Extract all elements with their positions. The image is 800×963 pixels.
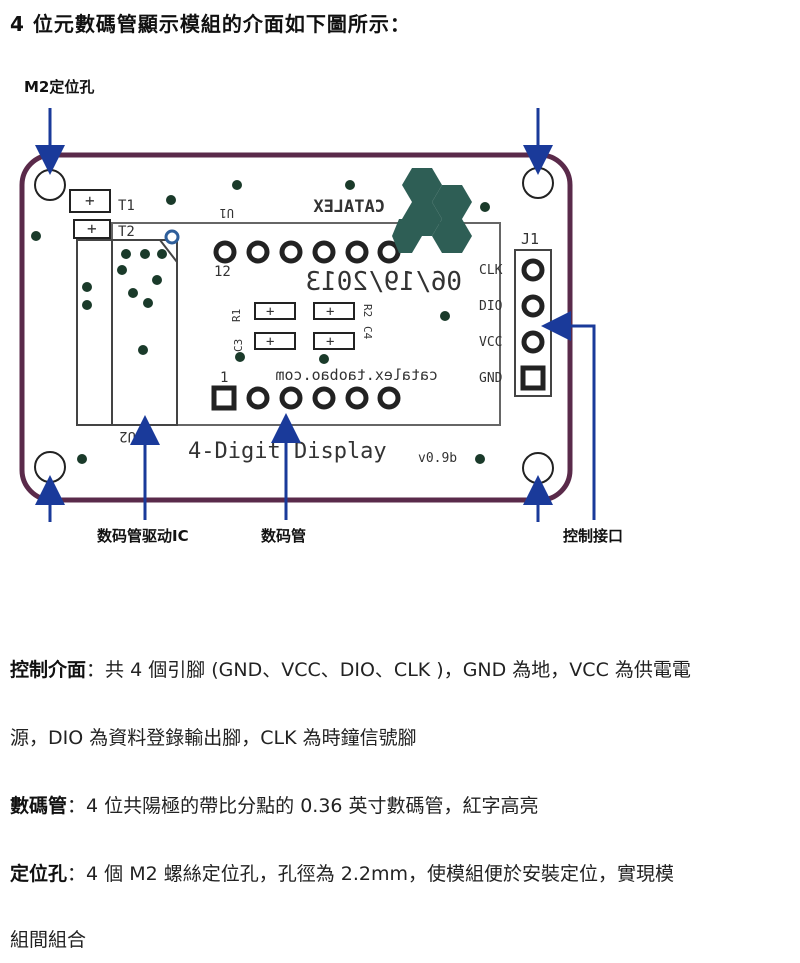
mount-hole-tr — [522, 167, 554, 199]
mount-hole-tl — [34, 169, 66, 201]
para-digit-tube: 數碼管：4 位共陽極的帶比分點的 0.36 英寸數碼管，紅字高亮 — [10, 795, 539, 817]
label-c4: C4 — [361, 326, 374, 340]
pad-t1 — [69, 189, 111, 213]
label-r2: R2 — [361, 304, 374, 317]
vias — [31, 180, 490, 464]
pin-label-gnd: GND — [479, 371, 503, 386]
para-control-interface: 控制介面：共 4 個引腳 (GND、VCC、DIO、CLK )，GND 為地，V… — [10, 659, 691, 681]
svg-text:+: + — [266, 334, 274, 350]
label-t2: T2 — [118, 224, 135, 240]
svg-text:+: + — [266, 304, 274, 320]
pad-c4 — [313, 332, 355, 350]
label-j1: J1 — [521, 230, 539, 248]
callout-control-port: 控制接口 — [563, 527, 623, 545]
para-mount-hole-cont: 組間組合 — [10, 929, 87, 951]
label-r1: R1 — [230, 309, 243, 322]
connector-pin-gnd — [520, 365, 546, 391]
pad-r1 — [254, 302, 296, 320]
svg-text:+: + — [87, 219, 97, 238]
label-pin1: 1 — [220, 370, 228, 386]
callout-mount-hole: M2定位孔 — [24, 78, 94, 96]
label-t1: T1 — [118, 198, 135, 214]
svg-text:+: + — [85, 191, 95, 210]
pin-label-vcc: VCC — [479, 335, 502, 350]
connector-pins — [521, 258, 545, 354]
arrow-control-port — [541, 311, 596, 520]
board-version: v0.9b — [418, 451, 457, 466]
board-brand: CATALEX — [313, 197, 385, 217]
label-u2: U2 — [119, 428, 136, 444]
label-pin12: 12 — [214, 264, 231, 280]
callout-driver-ic: 数码管驱动IC — [97, 527, 189, 545]
page-title: 4 位元數碼管顯示模組的介面如下圖所示： — [10, 12, 411, 36]
display-pins-top — [213, 240, 401, 264]
callout-digit-tube: 数码管 — [261, 527, 306, 545]
pin-label-clk: CLK — [479, 263, 503, 278]
label-u1: U1 — [220, 206, 234, 220]
board-url: catalex.taobao.com — [275, 366, 438, 384]
display-pin-1 — [211, 385, 237, 411]
para-mount-hole: 定位孔：4 個 M2 螺絲定位孔，孔徑為 2.2mm，使模組便於安裝定位，實現模 — [10, 863, 674, 885]
module-diagram: + + T1 T2 12 1 + + + + R1 C3 R2 C4 — [19, 78, 623, 545]
mount-hole-bl — [34, 451, 66, 483]
board-date: 06/19/2013 — [305, 267, 462, 297]
label-c3: C3 — [232, 339, 245, 352]
catalex-logo — [392, 168, 472, 253]
pad-c3 — [254, 332, 296, 350]
svg-text:+: + — [326, 304, 334, 320]
mount-hole-br — [522, 452, 554, 484]
pad-r2 — [313, 302, 355, 320]
pin-label-dio: DIO — [479, 299, 503, 314]
pad-t2 — [73, 219, 111, 239]
display-pins-bottom — [246, 386, 401, 410]
svg-text:+: + — [326, 334, 334, 350]
para-control-interface-cont: 源，DIO 為資料登錄輸出腳，CLK 為時鐘信號腳 — [10, 727, 417, 749]
